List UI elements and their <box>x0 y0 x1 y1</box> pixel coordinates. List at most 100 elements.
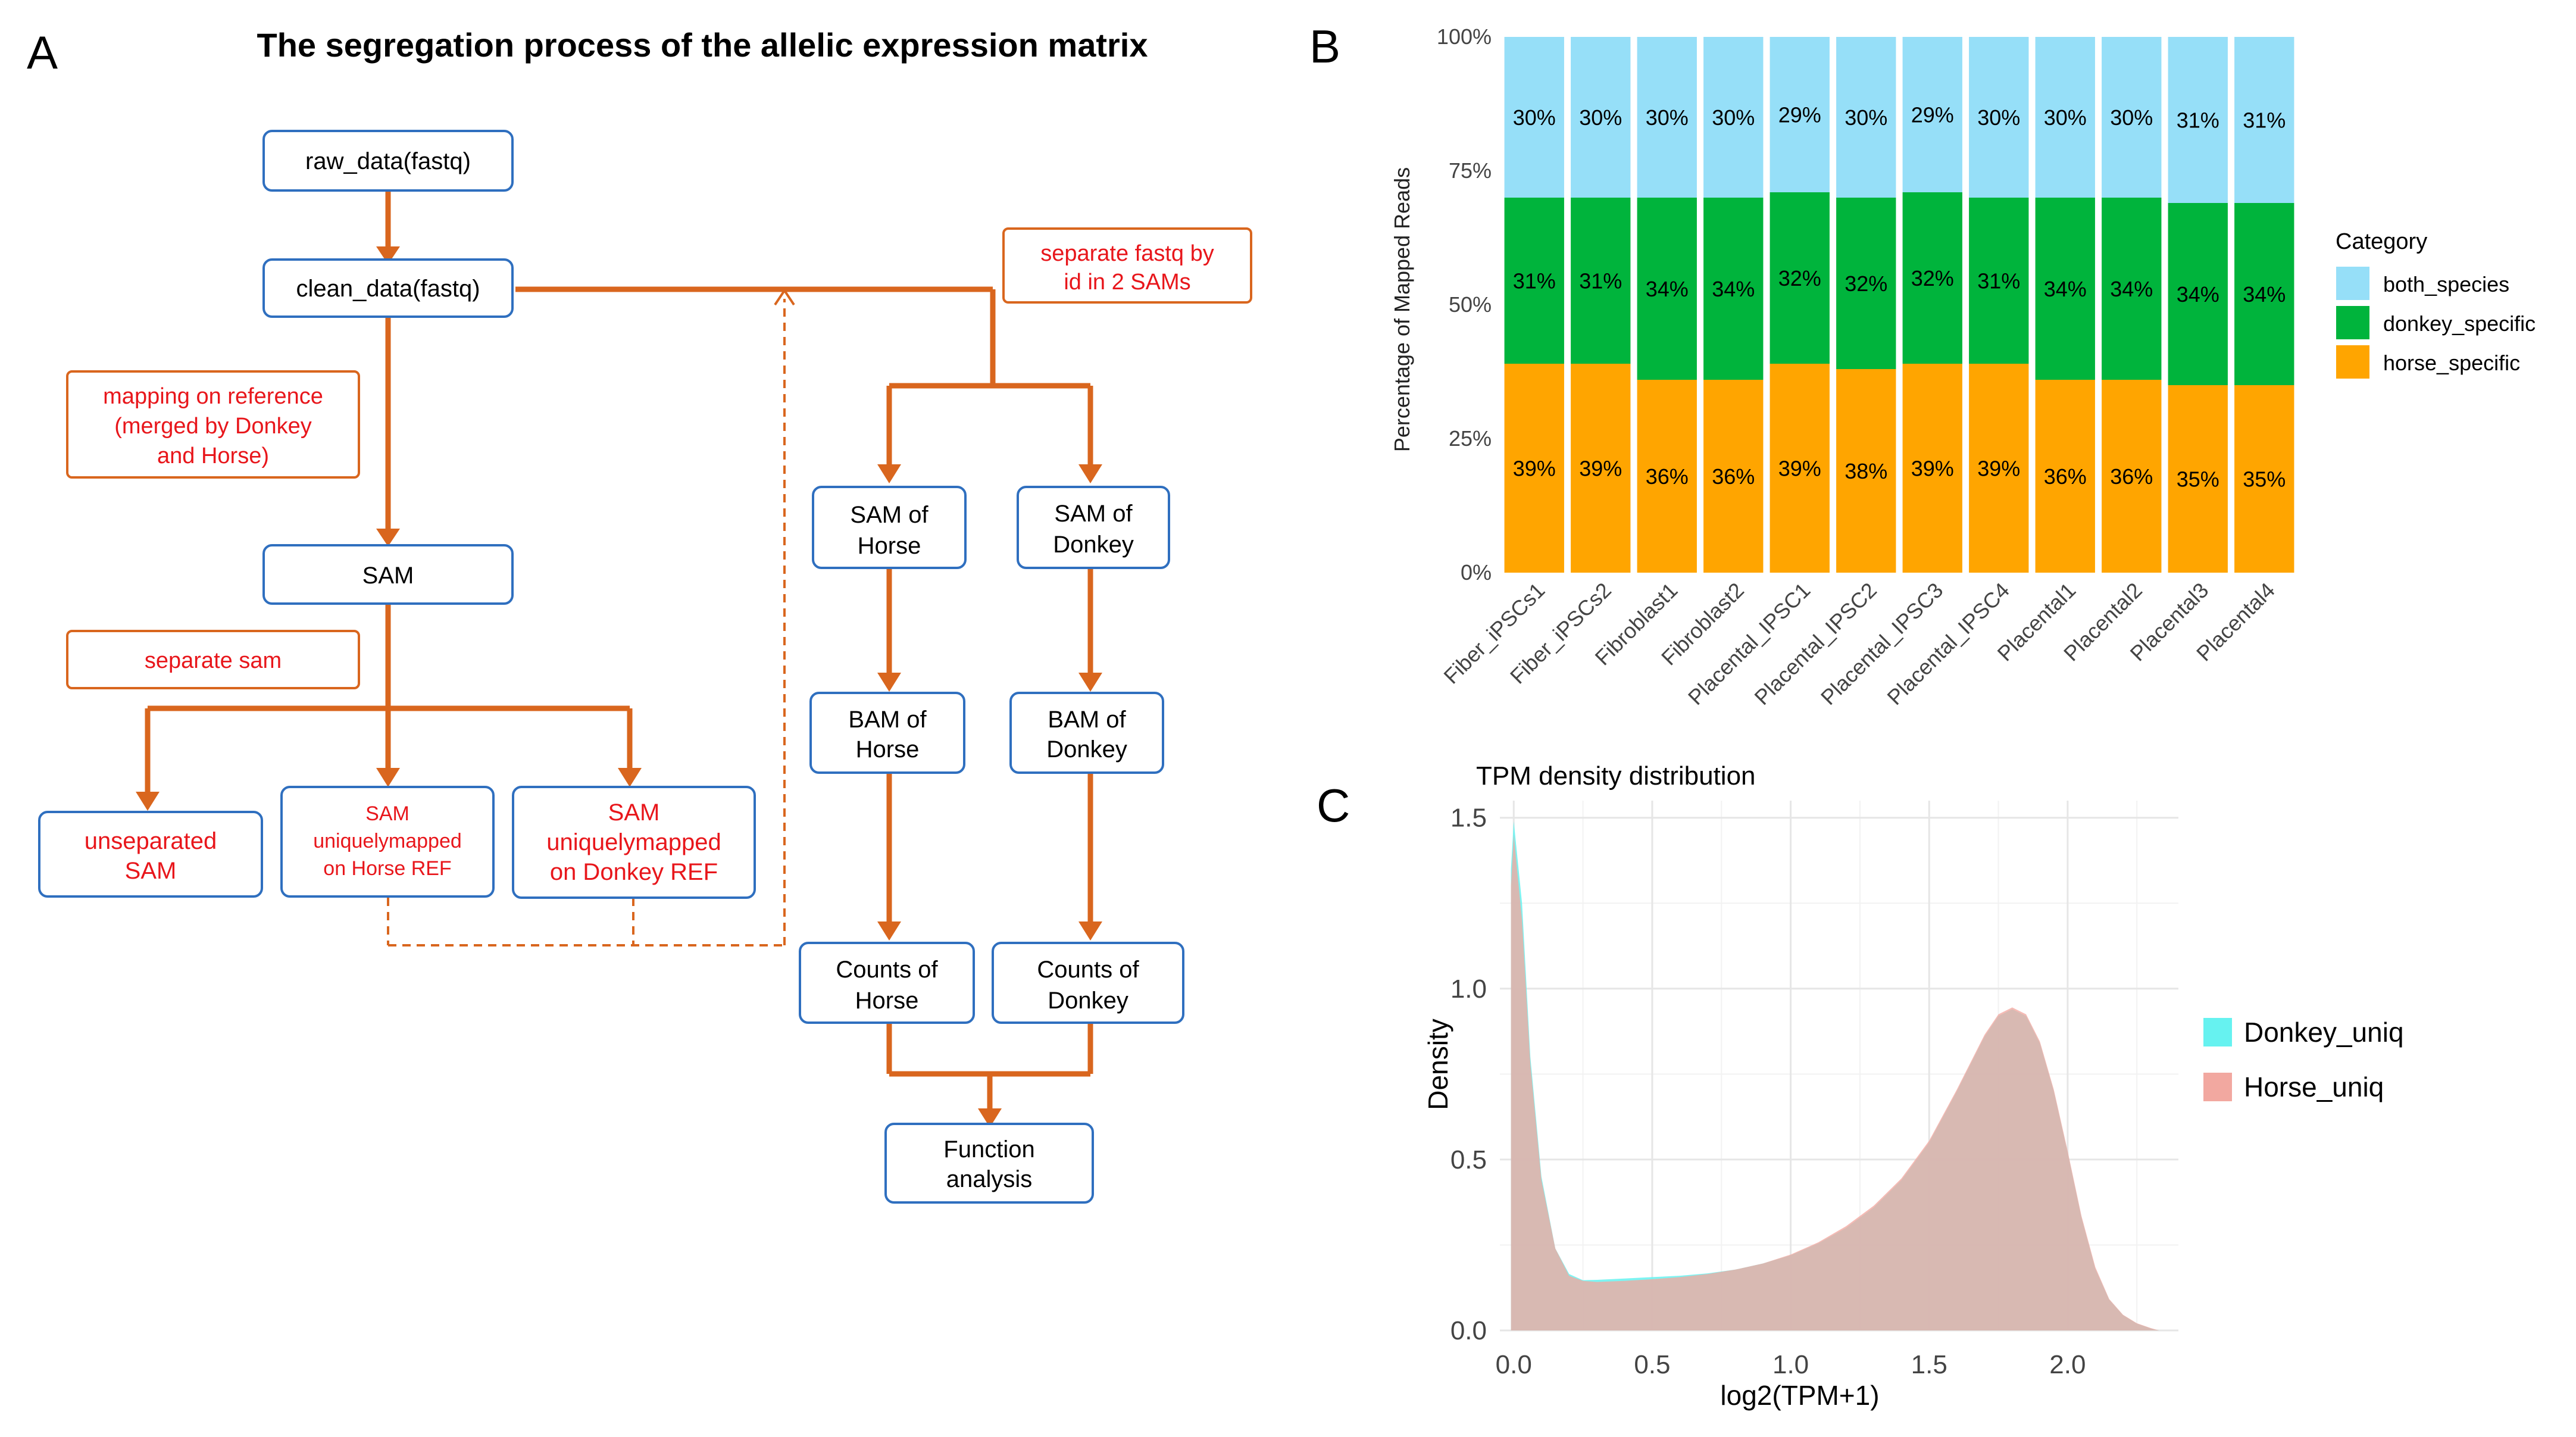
bar-segment-donkey-specific <box>1836 198 1896 369</box>
flow-connectors <box>136 192 1102 1127</box>
bar-value-label: 31% <box>1977 269 2020 293</box>
node-sam-of-horse <box>812 486 967 569</box>
density-xlabel: log2(TPM+1) <box>1720 1380 1879 1411</box>
bar-value-label: 31% <box>1513 269 1556 293</box>
bar-segment-horse-specific <box>2168 385 2228 573</box>
sam-horse-ref-line1: SAM <box>365 802 409 825</box>
panel-c-letter: C <box>1317 779 1350 832</box>
density-x-tick-label: 1.5 <box>1911 1350 1947 1379</box>
bar-segment-horse-specific <box>1770 364 1830 573</box>
bar-segment-horse-specific <box>2102 380 2162 573</box>
dashed-arrowhead <box>774 288 795 306</box>
sam-of-horse-line2: Horse <box>858 533 921 559</box>
bar-segment-both-species <box>1969 37 2029 198</box>
sam-of-donkey-line1: SAM of <box>1054 501 1133 527</box>
node-bam-of-donkey <box>1009 692 1164 774</box>
bar-value-label: 30% <box>1646 105 1689 130</box>
counts-of-horse-line2: Horse <box>855 988 919 1014</box>
bar-y-ticks: 0%25%50%75%100% <box>1437 24 1492 585</box>
bar-value-label: 30% <box>2110 105 2153 130</box>
clean-data-label: clean_data(fastq) <box>296 276 480 302</box>
dashed-feedback-connector <box>387 299 786 946</box>
bar-segment-donkey-specific <box>2102 198 2162 380</box>
bar-segment-horse-specific <box>1836 369 1896 573</box>
bar-segment-horse-specific <box>1504 364 1564 573</box>
node-raw-data <box>262 130 514 192</box>
bar-segment-donkey-specific <box>2234 203 2294 385</box>
bar-value-label: 30% <box>1977 105 2020 130</box>
bar-value-label: 31% <box>1579 269 1622 293</box>
sam-of-horse-line1: SAM of <box>850 502 929 528</box>
bar-value-label: 30% <box>1579 105 1622 130</box>
bar-value-label: 29% <box>1911 103 1954 127</box>
bam-of-donkey-line2: Donkey <box>1046 736 1127 763</box>
bar-legend: Category both_species donkey_specific ho… <box>2336 229 2536 379</box>
bar-value-label: 32% <box>1845 271 1887 296</box>
bar-segment-horse-specific <box>1571 364 1631 573</box>
bar-value-label: 39% <box>1778 457 1821 481</box>
bar-segment-both-species <box>2035 37 2095 198</box>
sam-donkey-ref-line3: on Donkey REF <box>550 859 718 885</box>
sam-label: SAM <box>362 563 414 589</box>
sam-donkey-ref-line2: uniquelymapped <box>546 829 721 855</box>
node-clean-data <box>262 258 514 318</box>
sam-horse-ref-line3: on Horse REF <box>323 857 451 880</box>
bar-segment-both-species <box>1637 37 1697 198</box>
bar-segment-both-species <box>1902 37 1962 192</box>
bar-value-label: 38% <box>1845 459 1887 483</box>
sam-horse-ref-line2: uniquelymapped <box>313 830 462 852</box>
note-separate-sam-label: separate sam <box>145 648 282 673</box>
panel-b-letter: B <box>1309 20 1340 73</box>
bar-x-tick-label: Placental_IPSC3 <box>1816 578 1947 710</box>
bar-y-tick-label: 100% <box>1437 24 1492 49</box>
bar-value-label: 31% <box>2243 108 2286 133</box>
legend-swatch-horse-specific <box>2336 345 2369 379</box>
bar-value-label: 30% <box>1712 105 1755 130</box>
bar-segment-donkey-specific <box>1504 198 1564 364</box>
bar-value-label: 35% <box>2243 467 2286 492</box>
density-legend: Donkey_uniq Horse_uniq <box>2203 1017 2404 1102</box>
node-unseparated <box>38 811 263 898</box>
bar-y-tick-label: 0% <box>1461 560 1492 585</box>
bar-segment-both-species <box>1504 37 1564 198</box>
bar-value-label: 32% <box>1911 266 1954 290</box>
bar-segment-both-species <box>2102 37 2162 198</box>
bar-segment-donkey-specific <box>2168 203 2228 385</box>
bar-x-tick-label: Placental_IPSC1 <box>1683 578 1815 710</box>
bar-segment-both-species <box>1836 37 1896 198</box>
bar-y-tick-label: 75% <box>1449 158 1492 183</box>
node-counts-of-horse <box>799 942 975 1024</box>
bar-segment-donkey-specific <box>1770 192 1830 364</box>
bar-segment-both-species <box>1703 37 1764 198</box>
density-y-tick-label: 1.0 <box>1450 974 1487 1004</box>
legend-label-donkey-specific: donkey_specific <box>2383 311 2536 336</box>
density-x-tick-label: 2.0 <box>2049 1350 2086 1379</box>
bar-value-label: 34% <box>2110 277 2153 301</box>
bar-segment-donkey-specific <box>1969 198 2029 364</box>
bar-y-tick-label: 50% <box>1449 292 1492 317</box>
bar-value-label: 36% <box>2044 464 2087 489</box>
function-analysis-line2: analysis <box>946 1166 1033 1192</box>
bar-value-label: 29% <box>1778 103 1821 127</box>
node-sam-donkey-ref <box>512 786 756 899</box>
legend-swatch-donkey-uniq <box>2203 1018 2232 1046</box>
function-analysis-line1: Function <box>943 1136 1034 1163</box>
panel-b-ylabel: Percentage of Mapped Reads <box>1390 167 1414 452</box>
bam-of-donkey-line1: BAM of <box>1048 707 1126 733</box>
bar-value-label: 30% <box>1513 105 1556 130</box>
bar-value-label: 32% <box>1778 266 1821 290</box>
bar-x-tick-label: Placental_IPSC4 <box>1882 578 2014 710</box>
node-function-analysis <box>884 1123 1094 1204</box>
panel-a-letter: A <box>27 26 58 79</box>
bar-segment-both-species <box>1571 37 1631 198</box>
density-y-tick-label: 1.5 <box>1450 804 1487 833</box>
density-area-horse-uniq <box>1511 835 2159 1330</box>
bar-value-label: 39% <box>1579 457 1622 481</box>
bar-segment-both-species <box>2234 37 2294 203</box>
note-mapping <box>66 370 360 479</box>
bar-value-label: 36% <box>2110 464 2153 489</box>
flow-notes <box>66 227 1252 689</box>
panel-a-flowchart: A The segregation process of the allelic… <box>27 26 1252 1204</box>
